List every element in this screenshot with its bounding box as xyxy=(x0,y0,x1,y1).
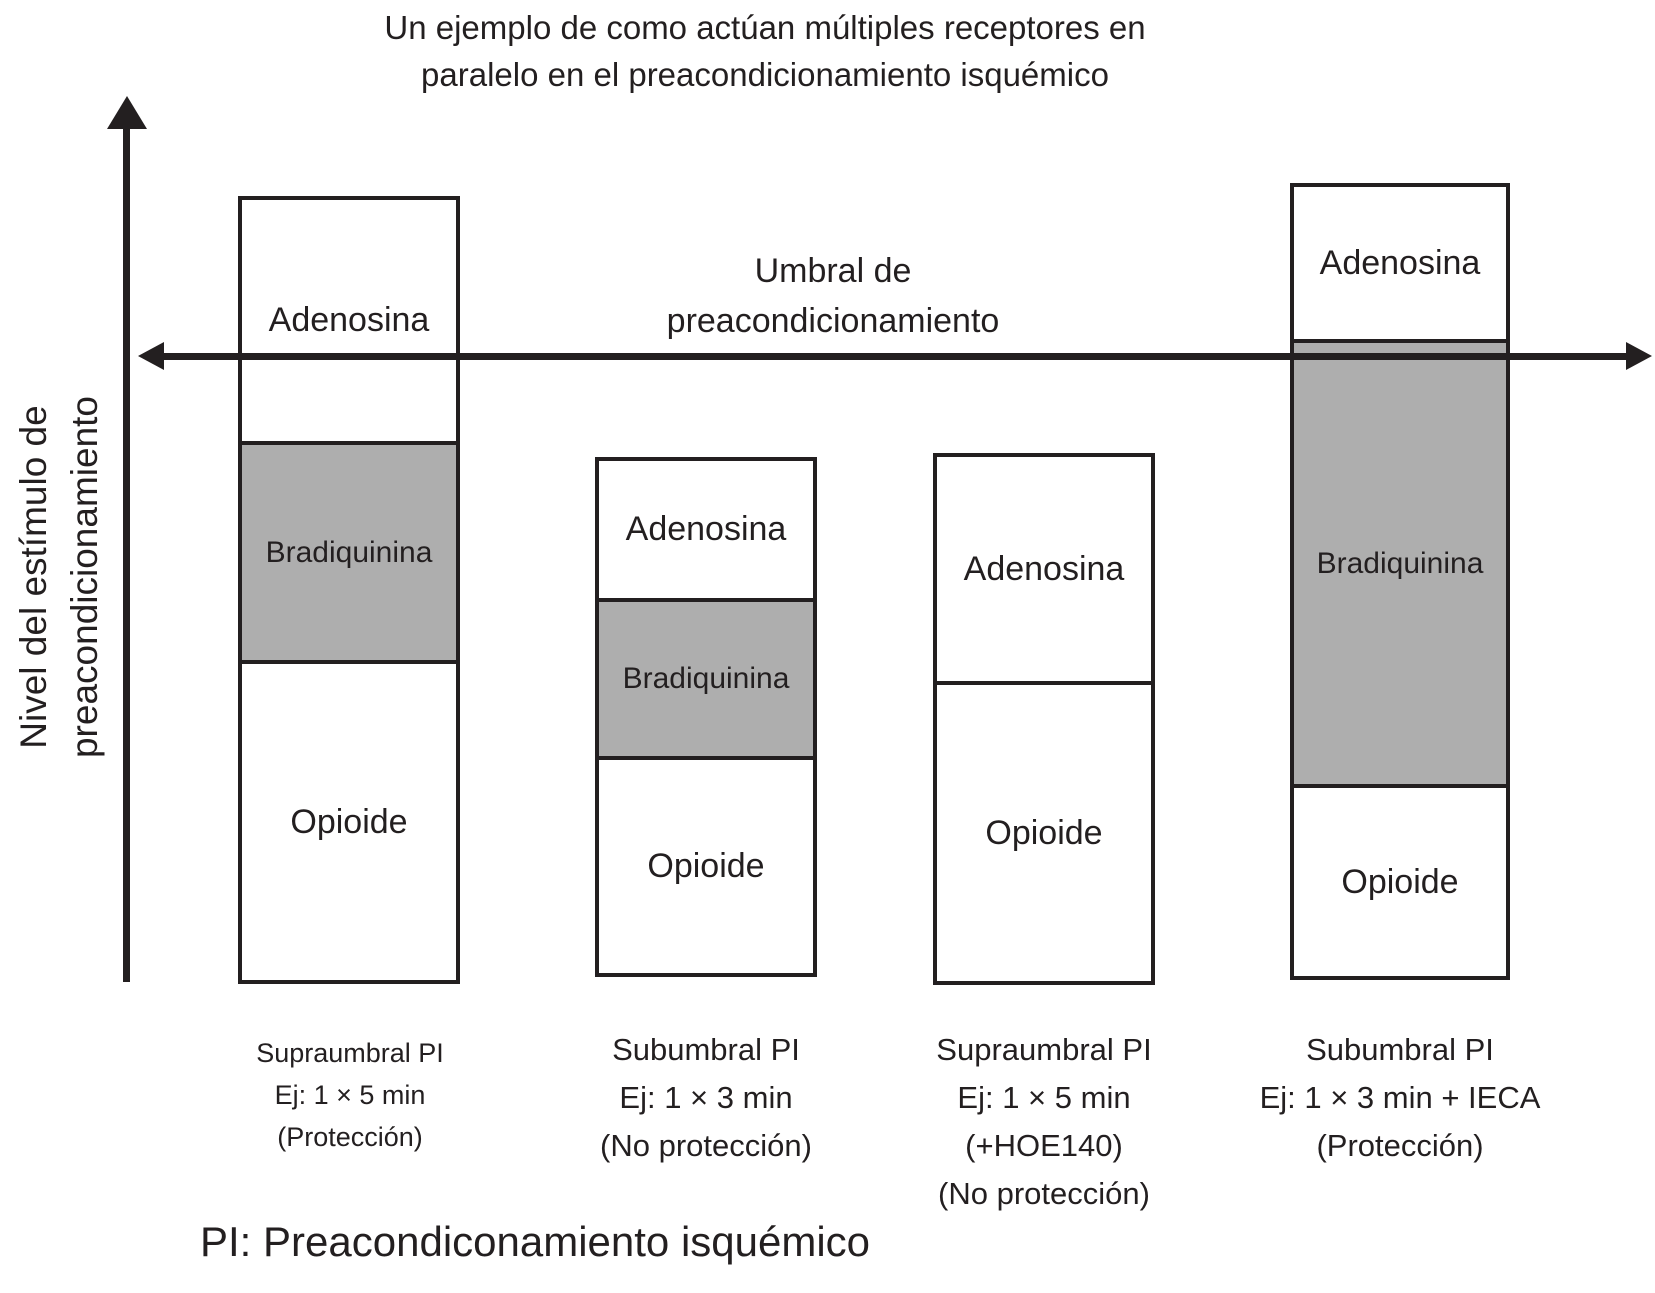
y-axis-label-line-2: preacondicionamiento xyxy=(64,396,105,759)
segment-opioide: Opioide xyxy=(1294,788,1506,976)
segment-bradiquinina-label: Bradiquinina xyxy=(1316,546,1484,580)
caption-bar-subumbral-pi: Subumbral PI Ej: 1 × 3 min (No protecció… xyxy=(466,1026,946,1170)
caption-bar-supraumbral-pi-hoe140: Supraumbral PI Ej: 1 × 5 min (+HOE140) (… xyxy=(804,1026,1284,1218)
segment-adenosina-label: Adenosina xyxy=(625,510,787,548)
up-arrowhead-icon xyxy=(107,96,147,129)
y-axis-label: Nivel del estímulo de preacondicionamien… xyxy=(8,247,112,907)
segment-adenosina-label: Adenosina xyxy=(1319,243,1481,282)
caption-line: (Protección) xyxy=(1316,1128,1484,1163)
segment-bradiquinina: Bradiquinina xyxy=(1294,343,1506,788)
caption-line: (No protección) xyxy=(600,1128,812,1163)
segment-adenosina: Adenosina xyxy=(1294,187,1506,343)
threshold-arrow-line xyxy=(158,353,1630,360)
segment-adenosina-label: Adenosina xyxy=(963,549,1125,588)
caption-line: Supraumbral PI xyxy=(936,1032,1152,1067)
caption-line: Ej: 1 × 5 min xyxy=(957,1080,1131,1115)
segment-opioide-label: Opioide xyxy=(985,813,1103,852)
segment-opioide: Opioide xyxy=(937,685,1151,981)
segment-adenosina: Adenosina xyxy=(599,461,813,602)
caption-line: Ej: 1 × 3 min + IECA xyxy=(1259,1080,1541,1115)
bar-supraumbral-pi-hoe140: Adenosina Opioide xyxy=(933,453,1155,985)
bar-supraumbral-pi: Adenosina Bradiquinina Opioide xyxy=(238,196,460,984)
caption-bar-subumbral-pi-ieca: Subumbral PI Ej: 1 × 3 min + IECA (Prote… xyxy=(1160,1026,1640,1170)
threshold-label-line-1: Umbral de xyxy=(754,252,912,290)
segment-bradiquinina-label: Bradiquinina xyxy=(265,535,433,569)
threshold-label: Umbral de preacondicionamiento xyxy=(633,246,1033,346)
caption-line: Subumbral PI xyxy=(612,1032,800,1067)
segment-opioide-label: Opioide xyxy=(1341,862,1459,901)
segment-opioide-label: Opioide xyxy=(647,847,765,885)
figure-title: Un ejemplo de como actúan múltiples rece… xyxy=(60,4,1470,98)
bar-subumbral-pi-ieca: Adenosina Bradiquinina Opioide xyxy=(1290,183,1510,980)
figure-title-line-1: Un ejemplo de como actúan múltiples rece… xyxy=(384,9,1146,46)
segment-adenosina-label: Adenosina xyxy=(268,301,430,339)
segment-opioide: Opioide xyxy=(242,664,456,980)
caption-line: (+HOE140) xyxy=(965,1128,1123,1163)
segment-bradiquinina-label: Bradiquinina xyxy=(622,662,790,695)
segment-adenosina: Adenosina xyxy=(242,200,456,445)
caption-line: Supraumbral PI xyxy=(256,1038,444,1068)
segment-adenosina: Adenosina xyxy=(937,457,1151,685)
left-arrowhead-icon xyxy=(138,342,164,370)
segment-bradiquinina: Bradiquinina xyxy=(599,602,813,760)
y-axis-label-line-1: Nivel del estímulo de xyxy=(13,405,54,749)
threshold-label-line-2: preacondicionamiento xyxy=(666,302,1000,340)
right-arrowhead-icon xyxy=(1626,342,1652,370)
y-axis-arrow-line xyxy=(123,124,130,982)
segment-opioide-label: Opioide xyxy=(290,802,408,841)
caption-bar-supraumbral-pi: Supraumbral PI Ej: 1 × 5 min (Protección… xyxy=(110,1032,590,1158)
caption-line: (Protección) xyxy=(277,1122,423,1152)
figure-title-line-2: paralelo en el preacondicionamiento isqu… xyxy=(421,56,1109,93)
segment-bradiquinina: Bradiquinina xyxy=(242,445,456,664)
caption-line: Ej: 1 × 5 min xyxy=(274,1080,426,1110)
segment-opioide: Opioide xyxy=(599,760,813,973)
footnote-abbreviation: PI: Preacondiconamiento isquémico xyxy=(200,1218,871,1265)
caption-line: (No protección) xyxy=(938,1176,1150,1211)
bar-subumbral-pi: Adenosina Bradiquinina Opioide xyxy=(595,457,817,977)
caption-line: Subumbral PI xyxy=(1306,1032,1494,1067)
caption-line: Ej: 1 × 3 min xyxy=(619,1080,793,1115)
